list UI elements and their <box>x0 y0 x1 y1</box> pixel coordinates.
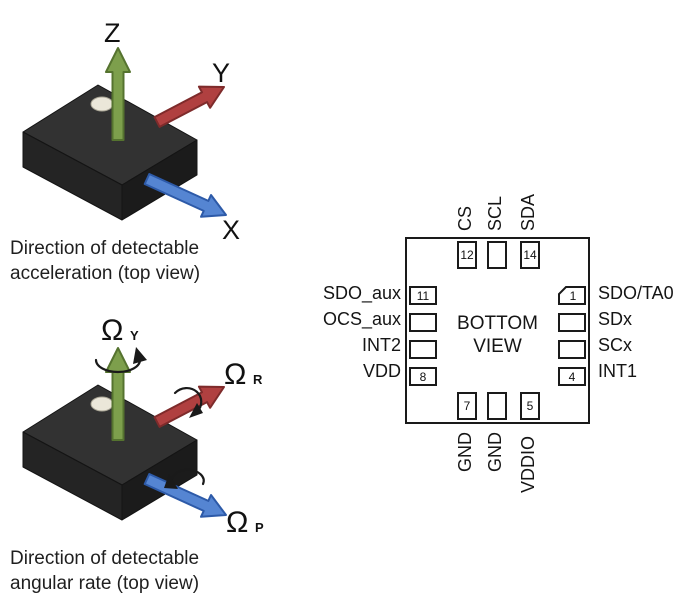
pin1-marker-dot <box>90 96 114 112</box>
yaw-rotation-arc-head <box>133 347 147 364</box>
pin-label-vdd: VDD <box>362 361 401 381</box>
pin-label-gnd-7: GND <box>455 432 475 472</box>
pin-11: 11 <box>409 286 437 305</box>
pin-number: 4 <box>568 369 576 384</box>
yaw-rotation-arc <box>94 358 142 374</box>
pin-8: 8 <box>409 367 437 386</box>
roll-rotation-arc <box>173 386 203 414</box>
acceleration-caption: Direction of detectable acceleration (to… <box>10 236 200 286</box>
angular-rate-caption-line1: Direction of detectable <box>10 548 200 569</box>
pitch-rotation-arc-head <box>164 474 178 489</box>
pin-6 <box>487 392 507 420</box>
bottom-view-line2: VIEW <box>473 335 522 357</box>
pin-number: 12 <box>460 248 474 262</box>
bottom-view-line1: BOTTOM <box>457 312 538 334</box>
pitch-axis-arrow <box>143 473 227 518</box>
pin-13 <box>487 241 507 269</box>
omega-pitch-label: Ω <box>226 506 248 539</box>
pin-5: 5 <box>520 392 540 420</box>
acceleration-caption-line1: Direction of detectable <box>10 238 200 259</box>
pin-number: 11 <box>416 288 430 303</box>
pin-12: 12 <box>457 241 477 269</box>
pin-label-sdo-aux: SDO_aux <box>322 283 401 303</box>
omega-pitch-sub: P <box>255 520 264 535</box>
pin-1: 1 <box>558 286 586 305</box>
pin-label-int2: INT2 <box>361 335 401 355</box>
y-axis-label: Y <box>212 58 230 88</box>
package-outline: 12 14 7 5 11 8 1 4 BOTTOM VIEW <box>405 237 590 424</box>
pin-label-int1: INT1 <box>598 361 638 381</box>
angular-rate-caption-line2: angular rate (top view) <box>10 573 200 594</box>
angular-rate-caption: Direction of detectable angular rate (to… <box>10 546 199 596</box>
pin-number: 1 <box>570 289 577 303</box>
pitch-rotation-arc <box>170 468 205 486</box>
pin-label-vddio: VDDIO <box>518 435 538 493</box>
pin-10 <box>409 313 437 332</box>
pin-label-sda: SDA <box>518 193 538 231</box>
pin-7: 7 <box>457 392 477 420</box>
bottom-view-label: BOTTOM VIEW <box>407 239 588 422</box>
acceleration-caption-line2: acceleration (top view) <box>10 263 201 284</box>
pin-label-gnd-6: GND <box>485 432 505 472</box>
roll-axis-arrow <box>153 385 225 428</box>
z-axis-label: Z <box>104 18 121 48</box>
y-axis-arrow <box>153 85 225 128</box>
pin-14: 14 <box>520 241 540 269</box>
pin-label-scx: SCx <box>598 335 633 355</box>
pin-3 <box>558 340 586 359</box>
pin-label-sdo-ta0: SDO/TA0 <box>598 283 674 303</box>
omega-roll-label: Ω <box>224 358 246 391</box>
z-axis-arrow <box>105 47 131 141</box>
pin-label-cs: CS <box>455 205 475 231</box>
omega-roll-sub: R <box>253 372 263 387</box>
acceleration-axes-figure: Z Y X <box>22 18 240 245</box>
pin-2 <box>558 313 586 332</box>
x-axis-arrow <box>143 173 227 218</box>
pin-label-ocs-aux: OCS_aux <box>322 309 401 329</box>
pin-label-scl: SCL <box>485 195 505 231</box>
omega-yaw-sub: Y <box>130 328 139 343</box>
pin-number: 8 <box>419 369 427 384</box>
roll-rotation-arc-head <box>189 403 203 418</box>
pin-1-chamfered-outline <box>558 286 586 305</box>
pin1-marker-dot <box>90 396 114 412</box>
pin-number: 14 <box>523 248 537 262</box>
pin-label-sdx: SDx <box>598 309 633 329</box>
pin-9 <box>409 340 437 359</box>
omega-yaw-label: Ω <box>101 314 123 347</box>
x-axis-label: X <box>222 215 240 245</box>
pin-4: 4 <box>558 367 586 386</box>
pin-number: 5 <box>526 399 534 413</box>
angular-rate-axes-figure: Ω Y Ω R Ω P <box>22 314 264 539</box>
pin-number: 7 <box>463 399 471 413</box>
